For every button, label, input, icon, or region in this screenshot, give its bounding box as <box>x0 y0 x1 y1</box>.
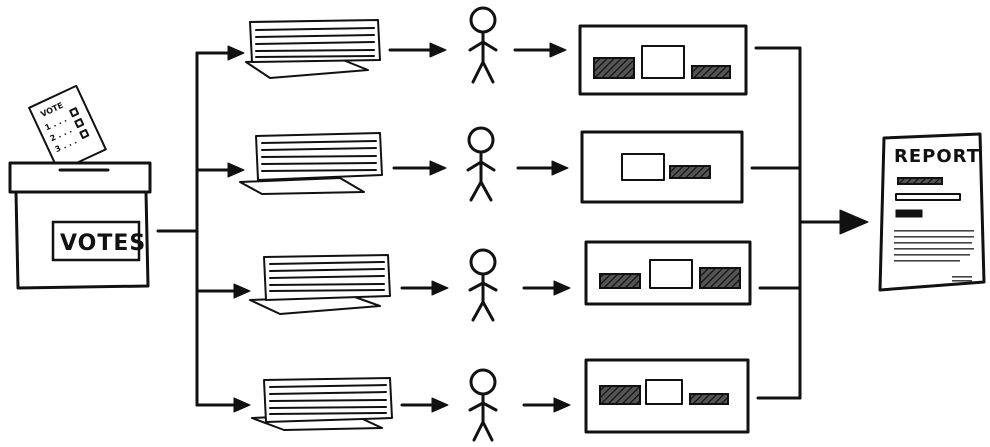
report-document: REPORT <box>878 132 986 292</box>
merge-connector <box>750 46 869 400</box>
ballot-stack-icon <box>245 19 381 79</box>
pipeline-row-4 <box>251 358 750 442</box>
result-panel <box>584 240 752 306</box>
ballot-paper: VOTE 1 . . . 2 . . . 3 . . . <box>28 84 107 173</box>
result-panel <box>580 130 744 204</box>
ballot-stack-icon <box>251 377 393 431</box>
ballot-stack-icon <box>239 132 383 195</box>
person-icon <box>466 126 496 202</box>
person-icon <box>468 6 498 84</box>
report-text-lines <box>894 230 974 282</box>
ballot-box: VOTE 1 . . . 2 . . . 3 . . . VOTES <box>8 84 152 290</box>
pipeline-row-3 <box>249 240 752 322</box>
result-panel <box>578 24 748 96</box>
pipeline-row-1 <box>245 6 748 96</box>
votes-label: VOTES <box>60 231 146 256</box>
distribution-connector <box>156 45 251 413</box>
person-icon <box>468 248 498 322</box>
pipeline-row-2 <box>239 126 744 204</box>
report-title: REPORT <box>894 146 980 167</box>
result-panel <box>584 358 750 434</box>
person-icon <box>468 368 498 442</box>
ballot-stack-icon <box>249 254 391 315</box>
